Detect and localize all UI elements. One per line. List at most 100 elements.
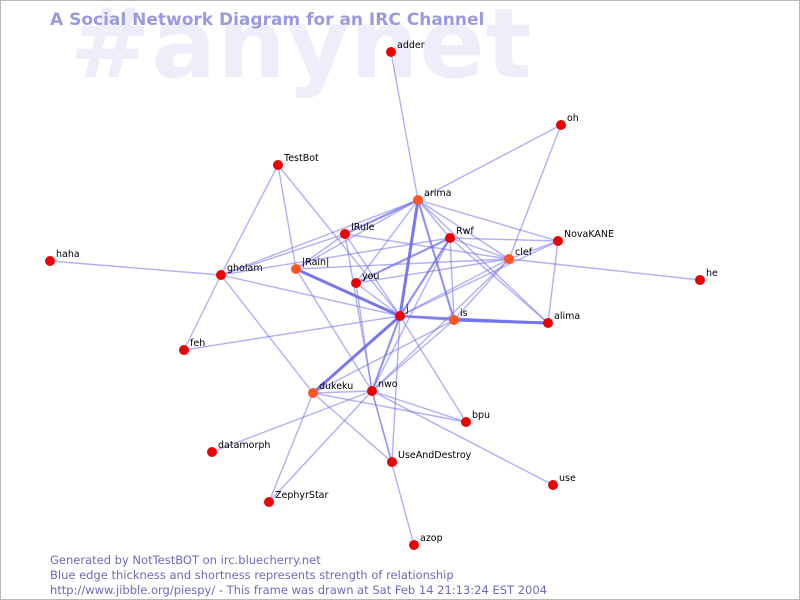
node-label-IRule: IRule: [351, 222, 375, 233]
edge-clef-j: [399, 258, 510, 317]
edge-arima-clef: [417, 199, 510, 260]
edge-you-nwo: [355, 282, 373, 392]
edge-IRule-clef: [344, 233, 510, 260]
node-alima[interactable]: [543, 318, 553, 328]
node-ZephyrStar[interactable]: [264, 497, 274, 507]
edge-nwo-azop: [371, 390, 415, 546]
edge-clef-you: [355, 258, 510, 284]
node-TestBot[interactable]: [273, 160, 283, 170]
footer-source-timestamp: http://www.jibble.org/piespy/ - This fra…: [50, 583, 547, 597]
edge-gholam-j: [220, 274, 401, 317]
edge-is-nwo: [371, 319, 455, 392]
node-label-bpu: bpu: [472, 410, 490, 421]
channel-watermark: #anynet: [70, 0, 533, 100]
node-j[interactable]: [395, 311, 405, 321]
edge-TestBot-j: [277, 164, 401, 317]
node-oh[interactable]: [556, 120, 566, 130]
node-label-haha: haha: [56, 249, 80, 260]
node-he[interactable]: [695, 275, 705, 285]
edge-j-feh: [183, 315, 401, 351]
node-feh[interactable]: [179, 345, 189, 355]
edge-haha-gholam: [49, 260, 222, 276]
edge-oh-arima: [417, 124, 562, 201]
edge-adder-arima: [390, 51, 419, 201]
node-label-he: he: [706, 268, 718, 279]
node-label-ZephyrStar: ZephyrStar: [275, 490, 329, 501]
node-azop[interactable]: [409, 540, 419, 550]
node-you[interactable]: [351, 278, 361, 288]
edge-nwo-dukeku: [312, 390, 373, 394]
edge-layer: [49, 51, 701, 546]
node-label-arima: arima: [424, 188, 451, 199]
footer: Generated by NotTestBOT on irc.bluecherr…: [50, 553, 547, 598]
edge-TestBot-gholam: [220, 164, 279, 276]
edge-IRule-Rain: [295, 233, 346, 270]
node-UseAndDestroy[interactable]: [387, 457, 397, 467]
node-label-TestBot: TestBot: [283, 153, 319, 164]
node-nwo[interactable]: [367, 386, 377, 396]
edge-Rwf-gholam: [220, 237, 451, 276]
node-label-dukeku: dukeku: [319, 381, 353, 392]
node-label-gholam: gholam: [227, 263, 263, 274]
edge-Rwf-alima: [449, 237, 549, 324]
edge-j-bpu: [399, 315, 467, 423]
node-label-you: you: [362, 271, 379, 282]
footer-generated-by: Generated by NotTestBOT on irc.bluecherr…: [50, 553, 321, 567]
edge-nwo-bpu: [371, 390, 467, 423]
edge-is-alima: [453, 318, 549, 325]
node-label-oh: oh: [567, 113, 579, 124]
node-clef[interactable]: [504, 254, 514, 264]
edge-Rwf-j: [399, 237, 451, 317]
node-label-datamorph: datamorph: [218, 440, 270, 451]
node-use[interactable]: [548, 480, 558, 490]
diagram-title: A Social Network Diagram for an IRC Chan…: [50, 10, 485, 30]
node-label-alima: alima: [554, 311, 580, 322]
node-bpu[interactable]: [461, 417, 471, 427]
edge-dukeku-UseAndDestroy: [312, 392, 393, 463]
edge-arima-alima: [417, 199, 549, 324]
edge-clef-Rain: [295, 258, 510, 270]
edge-clef-is: [453, 258, 510, 321]
node-is[interactable]: [449, 315, 459, 325]
edge-arima-gholam: [220, 199, 419, 276]
edge-Rwf-you: [355, 237, 451, 284]
edge-gholam-IRule: [220, 233, 346, 276]
edge-NovaKANE-clef: [508, 240, 559, 260]
node-NovaKANE[interactable]: [553, 236, 563, 246]
edge-Rwf-is: [449, 237, 455, 321]
edge-nwo-datamorph: [211, 390, 373, 453]
edge-arima-IRule: [344, 199, 419, 235]
node-gholam[interactable]: [216, 270, 226, 280]
edge-NovaKANE-alima: [547, 240, 559, 324]
edge-nwo-ZephyrStar: [268, 390, 373, 503]
edge-j-UseAndDestroy: [391, 315, 401, 463]
edge-you-j: [355, 282, 401, 317]
node-dukeku[interactable]: [308, 388, 318, 398]
edge-is-dukeku: [312, 319, 455, 394]
node-haha[interactable]: [45, 256, 55, 266]
node-label-adder: adder: [397, 40, 425, 51]
edge-arima-Rain: [295, 199, 419, 270]
edge-nwo-use: [371, 390, 554, 486]
edge-arima-NovaKANE: [417, 199, 559, 242]
node-label-use: use: [559, 473, 576, 484]
node-label-azop: azop: [420, 533, 443, 544]
node-adder[interactable]: [386, 47, 396, 57]
node-label-UseAndDestroy: UseAndDestroy: [398, 450, 472, 461]
edge-arima-you: [355, 199, 419, 284]
edge-NovaKANE-j: [399, 240, 559, 317]
node-Rain[interactable]: [291, 264, 301, 274]
node-IRule[interactable]: [340, 229, 350, 239]
node-label-Rain: |Rain|: [302, 257, 329, 268]
node-label-Rwf: Rwf: [456, 226, 474, 237]
edge-dukeku-bpu: [312, 392, 467, 423]
edge-oh-clef: [508, 124, 562, 260]
node-Rwf[interactable]: [445, 233, 455, 243]
node-datamorph[interactable]: [207, 447, 217, 457]
edge-arima-Rwf: [417, 199, 451, 239]
node-arima[interactable]: [413, 195, 423, 205]
edge-gholam-dukeku: [220, 274, 314, 394]
node-label-j: j: [405, 304, 409, 315]
node-label-nwo: nwo: [378, 379, 398, 390]
